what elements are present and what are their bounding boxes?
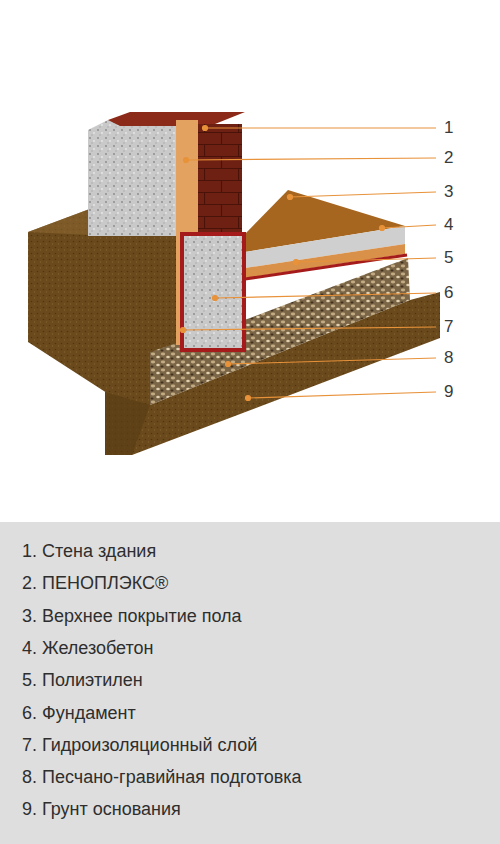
callout-number: 4 [444,215,453,235]
legend-item: 1. Стена здания [22,540,156,562]
callout-number: 2 [444,148,453,168]
callout-number: 8 [444,348,453,368]
legend-item: 9. Грунт основания [22,798,181,820]
legend-item: 6. Фундамент [22,702,136,724]
callout-number: 7 [444,317,453,337]
callout-number: 3 [444,182,453,202]
callout-number: 9 [444,382,453,402]
legend-item: 7. Гидроизоляционный слой [22,734,257,756]
legend-item: 5. Полиэтилен [22,669,143,691]
legend-item: 4. Железобетон [22,637,154,659]
legend-item: 3. Верхнее покрытие пола [22,605,242,627]
callout-number: 5 [444,248,453,268]
legend-item: 8. Песчано-гравийная подготовка [22,766,302,788]
callout-number: 6 [444,283,453,303]
legend-item: 2. ПЕНОПЛЭКС® [22,572,168,594]
callout-number: 1 [444,118,453,138]
